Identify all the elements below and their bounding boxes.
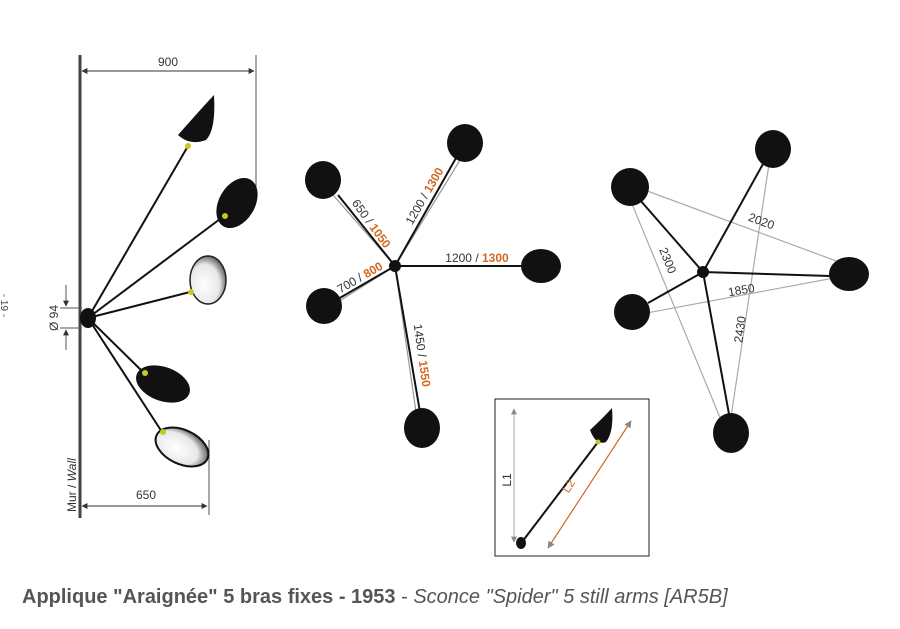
side-arm-4 bbox=[87, 317, 145, 374]
spider-shade-3 bbox=[521, 249, 561, 283]
inset-l2: L2 bbox=[559, 476, 578, 495]
dim-650-label: 650 bbox=[136, 488, 156, 502]
wall-label: Mur / Wall bbox=[65, 458, 79, 512]
inset-view: L1 L2 bbox=[494, 398, 650, 557]
star-arm-4 bbox=[647, 271, 704, 304]
star-shade-5 bbox=[713, 413, 749, 453]
star-arm-1 bbox=[639, 199, 704, 273]
spider-arm-1 bbox=[337, 194, 396, 267]
diameter-label: Ø 94 bbox=[47, 305, 61, 331]
spider-arm-4 bbox=[337, 265, 396, 300]
spider-shade-5 bbox=[404, 408, 440, 448]
side-arm-3 bbox=[87, 291, 191, 319]
star-arm-3 bbox=[702, 271, 831, 277]
spider-dim-1: 650 / 1050 bbox=[349, 197, 394, 251]
side-arm-5 bbox=[87, 317, 163, 433]
side-arm-1 bbox=[87, 145, 189, 319]
spider-dim-5: 1450 / 1550 bbox=[411, 323, 434, 388]
spider-arm-2 bbox=[394, 157, 457, 267]
inset-l1: L1 bbox=[500, 473, 514, 487]
side-shade-5 bbox=[154, 426, 210, 468]
star-arm-2 bbox=[702, 163, 764, 273]
spider-shade-1 bbox=[305, 161, 341, 199]
star-shade-2 bbox=[755, 130, 791, 168]
spider-dim-3: 1200 / 1300 bbox=[445, 251, 509, 265]
star-dim-2430: 2430 bbox=[731, 315, 749, 344]
spider-arm-5 bbox=[394, 265, 421, 413]
star-mount bbox=[697, 266, 709, 278]
star-line-2430 bbox=[725, 143, 775, 438]
spider-shade-2 bbox=[447, 124, 483, 162]
inset-shade bbox=[590, 408, 613, 443]
star-shade-1 bbox=[611, 168, 649, 206]
star-shade-3 bbox=[829, 257, 869, 291]
side-shade-4 bbox=[136, 365, 190, 403]
spider-mount bbox=[389, 260, 401, 272]
side-arm-2 bbox=[87, 215, 225, 319]
star-view: 2020 2300 1850 2430 bbox=[611, 130, 869, 453]
inset-mount bbox=[516, 537, 526, 549]
caption: Applique "Araignée" 5 bras fixes - 1953 … bbox=[22, 586, 892, 609]
side-shade-3 bbox=[189, 255, 227, 305]
caption-en: Sconce "Spider" 5 still arms [AR5B] bbox=[413, 586, 728, 608]
spider-shade-4 bbox=[306, 288, 342, 324]
inset-arm bbox=[521, 441, 599, 543]
star-dim-1850: 1850 bbox=[727, 281, 756, 299]
dim-900-label: 900 bbox=[158, 55, 178, 69]
caption-fr: Applique "Araignée" 5 bras fixes - 1953 bbox=[22, 586, 396, 608]
star-shade-4 bbox=[614, 294, 650, 330]
side-shade-1 bbox=[178, 95, 215, 143]
caption-sep: - bbox=[395, 586, 414, 608]
star-arm-5 bbox=[702, 271, 730, 415]
side-view: 900 650 Ø 94 Mur / Wall bbox=[47, 55, 258, 518]
inset-frame bbox=[494, 398, 650, 557]
side-shade-2 bbox=[216, 177, 258, 229]
